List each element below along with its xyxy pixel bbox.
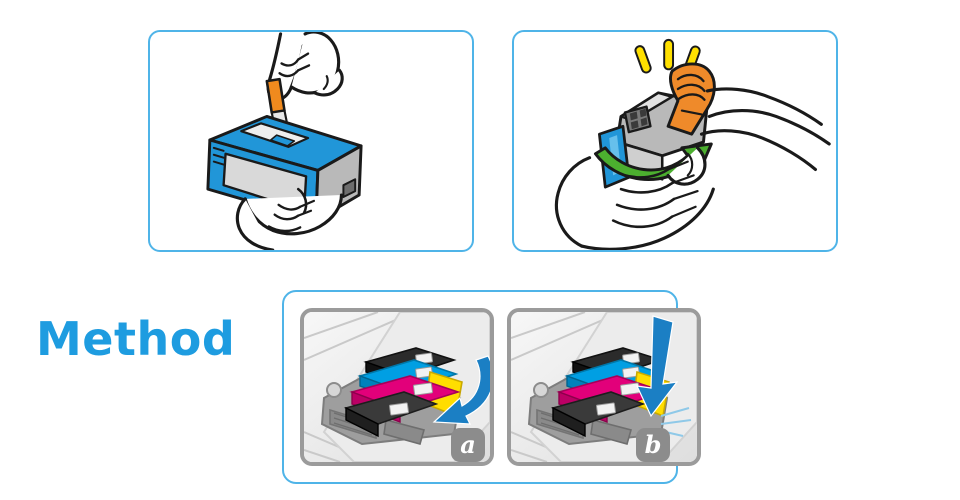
lower-hand-crease-1 [277,203,302,211]
burst-ray-left [634,45,652,74]
thumb-nail [322,75,329,91]
lower-hand-crease-2 [273,213,300,221]
left-hand-fingers [580,187,715,250]
carriage-front-block [590,418,632,445]
cartridge-ridge-3 [212,160,225,166]
finger-crease-2 [619,181,674,194]
finger-crease-4 [611,215,674,229]
cartridge-seated-face [552,406,586,438]
finger-tip-2 [670,174,695,185]
remove-orange-cap-illustration [554,38,831,250]
press-down-arrow [635,315,679,418]
cap-grip-ridge-2 [676,83,706,93]
carriage-front-block [383,418,425,445]
subpanel-badge-b: b [636,428,670,462]
cap-neck-line [680,109,703,116]
left-hand-palm [554,156,592,248]
cartridge-magenta-chip [413,382,433,396]
page-title: Method [36,312,236,366]
burst-ray-center [663,38,675,71]
remove-orange-cap-panel [512,30,838,252]
cap-grip-ridge-3 [677,93,706,101]
lower-hand-crease-3 [297,209,313,217]
seated-label [596,402,616,416]
lower-hand-crease-5 [267,225,302,233]
carriage-roller [326,382,342,398]
lower-hand-finger-1 [296,187,308,214]
lower-hand-base [235,197,275,250]
lower-hand-palm [243,193,344,236]
right-thumb-nail [686,152,694,177]
remove-protective-tape-illustration [206,32,363,250]
finger-tip-3 [672,190,699,201]
cap-grip-ridge-1 [676,73,705,83]
remove-protective-tape-panel [148,30,474,252]
lower-hand-crease-4 [299,199,316,208]
right-hand-edge-3 [699,129,817,172]
cartridge-ridge-1 [212,146,225,152]
cartridge-contact-chip [342,178,357,198]
finger-crease-3 [615,197,676,211]
finger-tip-1 [667,160,689,171]
press-cartridge-down [507,308,701,466]
cartridge-cyan-chip [622,366,640,379]
knuckle-crease-4 [297,64,311,72]
knuckle-crease-3 [297,52,310,61]
slide-cartridge-illustration [304,312,490,462]
right-hand-top-edge [705,87,823,126]
subpanel-badge-a: a [451,428,485,462]
chip-pad-2 [639,108,647,118]
cartridge-slot-face [345,406,379,438]
carriage-roller [533,382,549,398]
chip-pad-1 [629,111,638,121]
right-hand-edge-2 [707,109,831,146]
slot-label [389,402,409,416]
knuckle-crease-2 [278,69,300,78]
finger-tip-4 [670,205,697,218]
cartridge-magenta-chip [620,382,640,396]
cartridge-top-arrow [269,134,296,147]
chip-pad-4 [640,117,648,127]
knuckle-crease-1 [280,58,300,67]
insert-arrow [432,355,490,425]
chip-pad-3 [630,120,639,130]
cartridge-cyan-chip [415,366,433,379]
finger-crease-1 [623,168,670,179]
cartridge-ridge-2 [212,153,225,159]
